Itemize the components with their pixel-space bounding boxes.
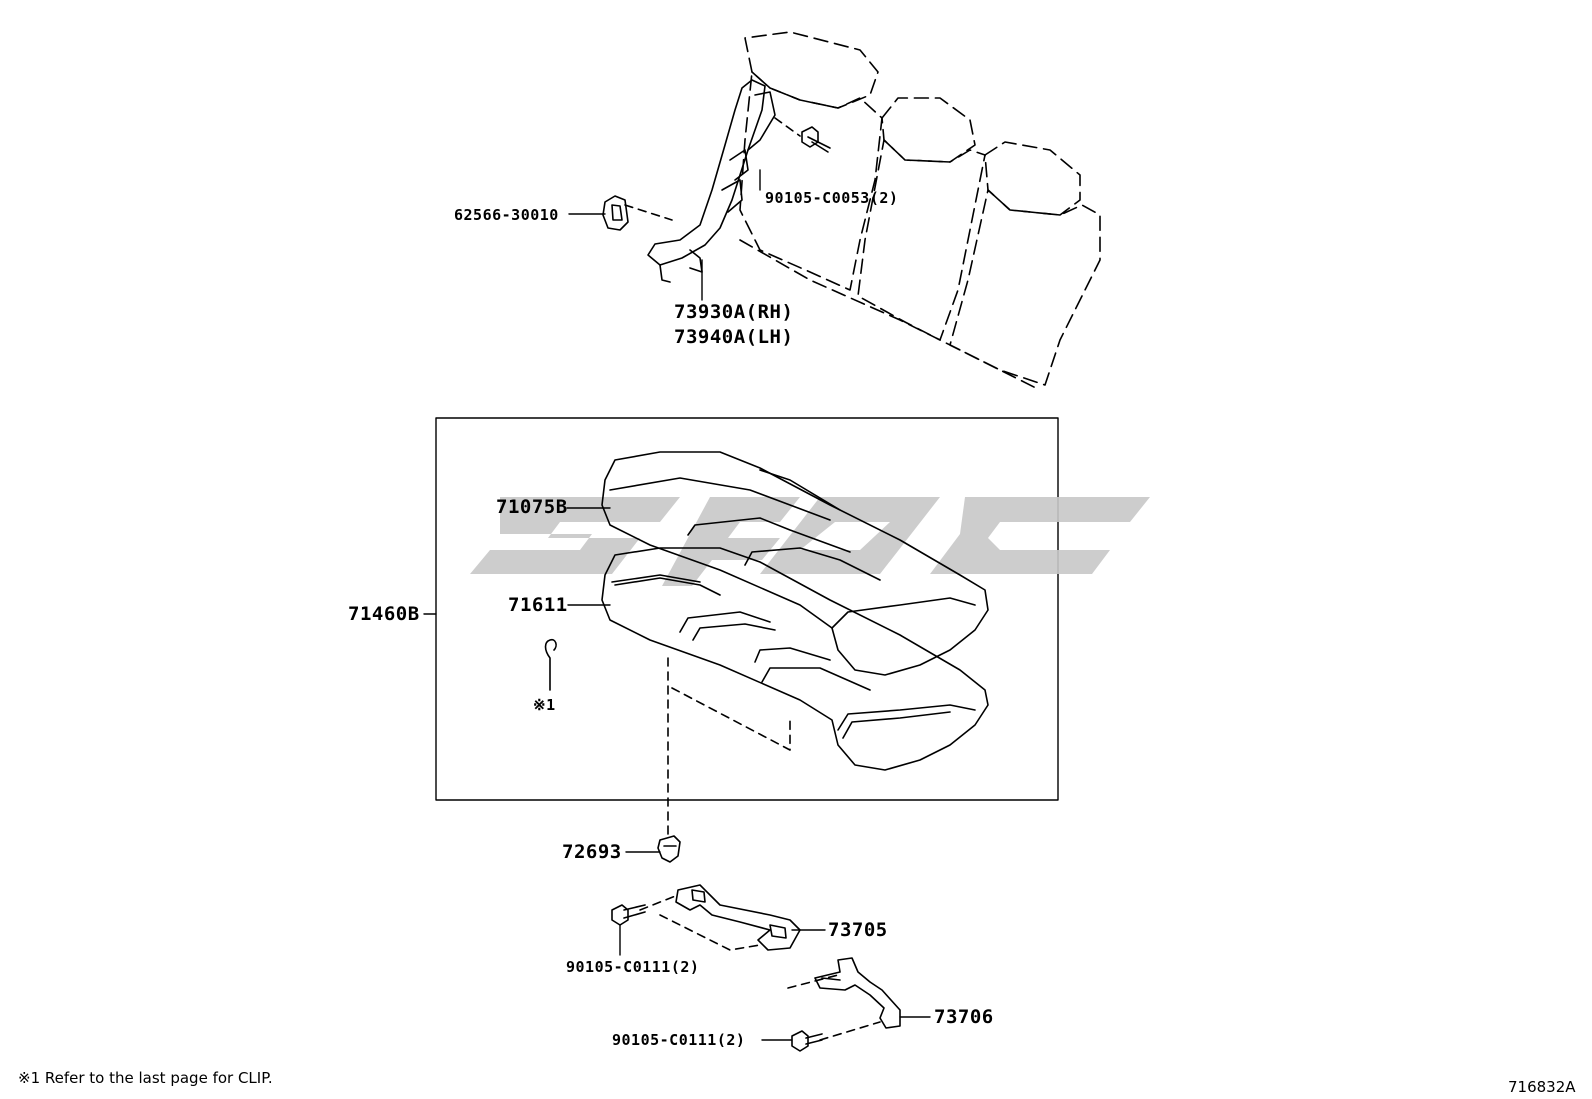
- label-73705: 73705: [828, 919, 888, 941]
- footnote: ※1 Refer to the last page for CLIP.: [18, 1069, 273, 1087]
- side-bracket-73930a: [647, 79, 776, 283]
- bolt-guide-dashed: [774, 117, 801, 137]
- hinge-73706: [814, 957, 901, 1029]
- bolt-90105-c0111-a: [611, 904, 646, 926]
- seat-cushion-cover-71075b: [601, 451, 989, 676]
- clip-hook-ref1: [544, 638, 557, 691]
- diagram-id: 716832A: [1508, 1078, 1576, 1096]
- label-90105-c0053: 90105-C0053(2): [765, 189, 899, 207]
- cushion-clip-guides: [667, 657, 791, 841]
- label-71611: 71611: [508, 594, 568, 616]
- hinge-73705-dashed: [639, 894, 761, 951]
- cushion-assembly-frame: [435, 417, 1059, 801]
- label-73940a-lh: 73940A(LH): [674, 326, 794, 348]
- clip-72693: [657, 835, 681, 863]
- label-73706: 73706: [934, 1006, 994, 1028]
- seat-back-outline: [739, 31, 1101, 391]
- clip-62566-dashed-guide: [624, 204, 673, 221]
- label-72693: 72693: [562, 841, 622, 863]
- bolt-90105-c0053: [801, 126, 831, 153]
- label-90105-c0111-a: 90105-C0111(2): [566, 958, 700, 976]
- bolt-90105-c0111-b: [791, 1030, 823, 1052]
- watermark-logo: [470, 497, 1150, 586]
- label-clip-ref1: ※1: [533, 696, 556, 714]
- leader-lines: [423, 169, 931, 1041]
- label-62566-30010: 62566-30010: [454, 206, 559, 224]
- label-71075b: 71075B: [496, 496, 568, 518]
- label-73930a-rh: 73930A(RH): [674, 301, 794, 323]
- label-90105-c0111-b: 90105-C0111(2): [612, 1031, 746, 1049]
- hinge-73705: [675, 884, 801, 951]
- hinge-73706-dashed: [787, 974, 881, 1041]
- seat-cushion-pad-71611: [601, 547, 989, 771]
- clip-62566: [602, 195, 629, 231]
- label-71460b: 71460B: [348, 603, 420, 625]
